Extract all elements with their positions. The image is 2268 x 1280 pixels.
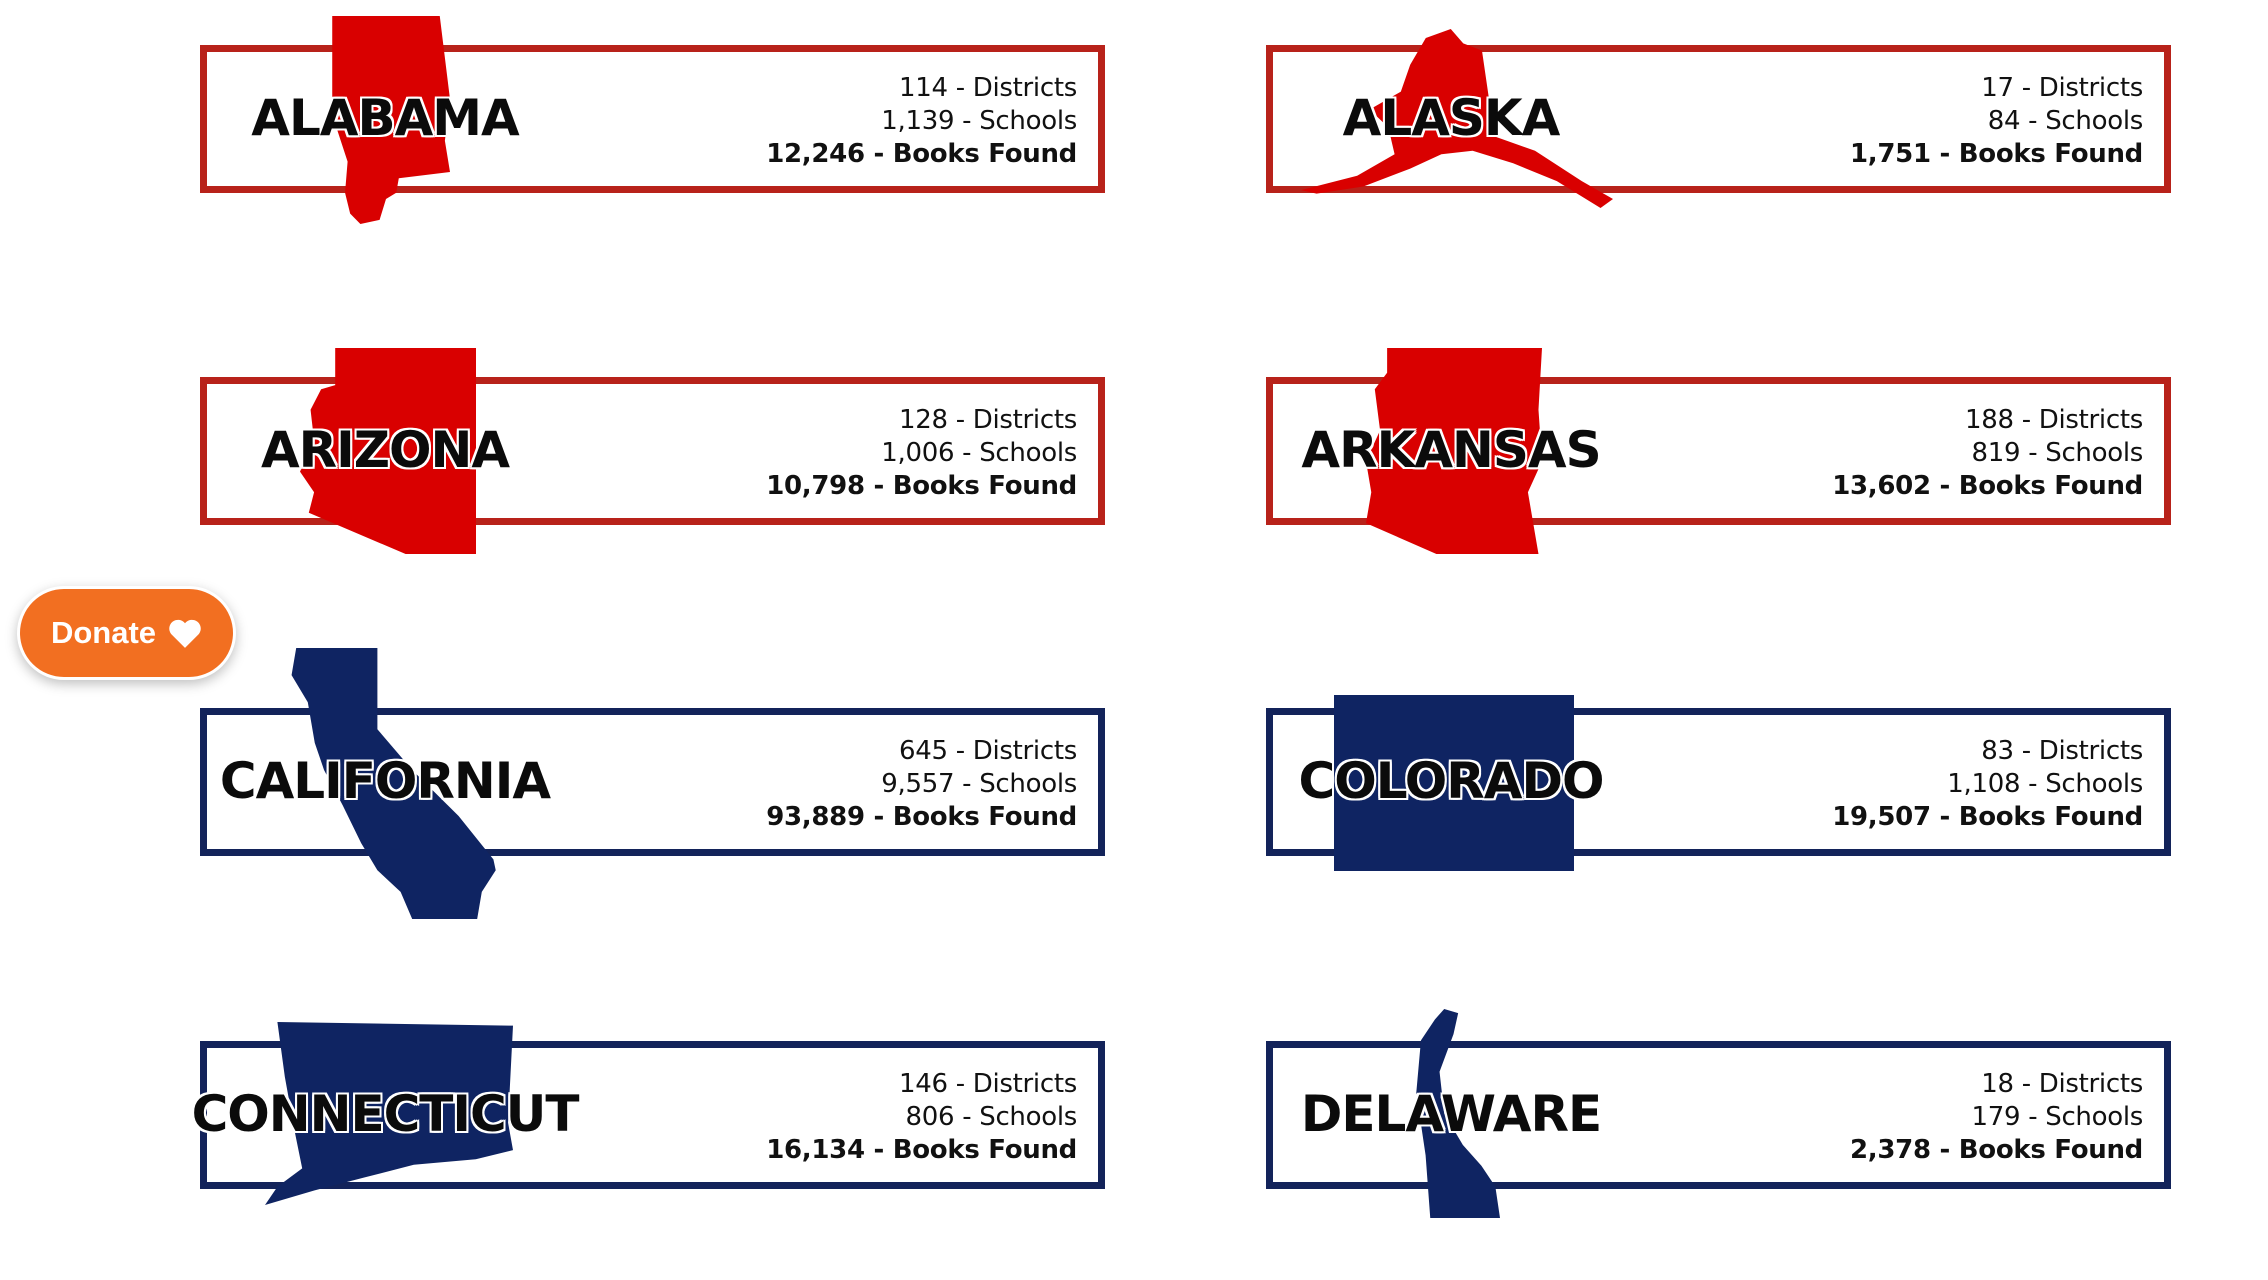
books-found-count: 10,798 - Books Found bbox=[766, 471, 1077, 501]
districts-count: 114 - Districts bbox=[899, 73, 1077, 103]
schools-count: 84 - Schools bbox=[1987, 106, 2144, 136]
state-name: DELAWARE bbox=[1300, 1084, 1602, 1143]
state-name: CONNECTICUT bbox=[191, 1084, 580, 1143]
books-found-count: 93,889 - Books Found bbox=[766, 802, 1077, 832]
schools-count: 9,557 - Schools bbox=[881, 769, 1077, 799]
schools-count: 806 - Schools bbox=[905, 1102, 1078, 1132]
books-found-count: 12,246 - Books Found bbox=[766, 139, 1077, 169]
districts-count: 645 - Districts bbox=[899, 736, 1077, 766]
books-found-count: 19,507 - Books Found bbox=[1832, 802, 2143, 832]
books-found-count: 16,134 - Books Found bbox=[766, 1135, 1077, 1165]
state-map-icon bbox=[332, 16, 450, 224]
districts-count: 188 - Districts bbox=[1965, 405, 2143, 435]
districts-count: 128 - Districts bbox=[899, 405, 1077, 435]
state-name: COLORADO bbox=[1298, 751, 1605, 810]
districts-count: 17 - Districts bbox=[1981, 73, 2143, 103]
state-name: ARKANSAS bbox=[1301, 420, 1601, 479]
schools-count: 1,108 - Schools bbox=[1947, 769, 2143, 799]
state-map-icon bbox=[300, 348, 476, 554]
state-name: ARIZONA bbox=[260, 420, 510, 479]
state-map-icon bbox=[265, 1022, 513, 1205]
schools-count: 1,139 - Schools bbox=[881, 106, 1077, 136]
state-name: ALABAMA bbox=[251, 88, 520, 147]
state-name: CALIFORNIA bbox=[219, 751, 551, 810]
districts-count: 18 - Districts bbox=[1981, 1069, 2143, 1099]
donate-button[interactable]: Donate bbox=[17, 586, 236, 680]
books-found-count: 2,378 - Books Found bbox=[1850, 1135, 2143, 1165]
state-name: ALASKA bbox=[1342, 88, 1561, 147]
state-map-icon bbox=[1366, 348, 1542, 554]
state-map-icon bbox=[1301, 29, 1613, 208]
donate-label: Donate bbox=[50, 615, 157, 650]
heart-icon bbox=[169, 619, 201, 648]
books-found-count: 13,602 - Books Found bbox=[1832, 471, 2143, 501]
state-map-icon bbox=[1334, 695, 1574, 871]
books-found-count: 1,751 - Books Found bbox=[1850, 139, 2143, 169]
state-map-icon bbox=[1416, 1009, 1500, 1218]
schools-count: 179 - Schools bbox=[1971, 1102, 2144, 1132]
state-map-icon bbox=[291, 648, 496, 919]
schools-count: 819 - Schools bbox=[1971, 438, 2144, 468]
districts-count: 146 - Districts bbox=[899, 1069, 1077, 1099]
schools-count: 1,006 - Schools bbox=[881, 438, 1077, 468]
districts-count: 83 - Districts bbox=[1981, 736, 2143, 766]
